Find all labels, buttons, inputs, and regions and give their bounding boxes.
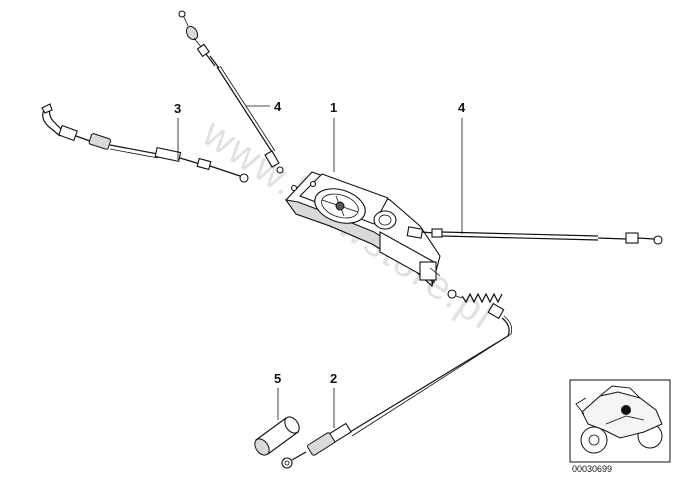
- location-thumbnail: 00030699: [569, 379, 671, 474]
- callout-number-1: 1: [330, 100, 337, 115]
- sleeve-5: [254, 416, 300, 456]
- callout-3: 3: [174, 101, 181, 160]
- cable-4-upper: [178, 10, 284, 174]
- cable-4-right: [406, 226, 663, 245]
- callout-1: 1: [330, 100, 337, 172]
- callout-number-2: 2: [330, 371, 337, 386]
- callout-number-3: 3: [174, 101, 181, 116]
- location-marker-icon: [621, 405, 631, 415]
- callout-2: 2: [330, 371, 337, 428]
- callout-4-right: 4: [458, 100, 466, 234]
- callout-number-5: 5: [274, 371, 281, 386]
- part-code: 00030699: [572, 464, 612, 474]
- cable-3: [41, 103, 249, 183]
- callout-number-4b: 4: [458, 100, 466, 115]
- motorcycle-icon: [575, 385, 663, 454]
- callout-number-4a: 4: [274, 99, 282, 114]
- cable-2: [281, 289, 513, 469]
- callout-5: 5: [274, 371, 281, 420]
- housing-1: [284, 171, 441, 288]
- callout-4-upper: 4: [246, 99, 282, 114]
